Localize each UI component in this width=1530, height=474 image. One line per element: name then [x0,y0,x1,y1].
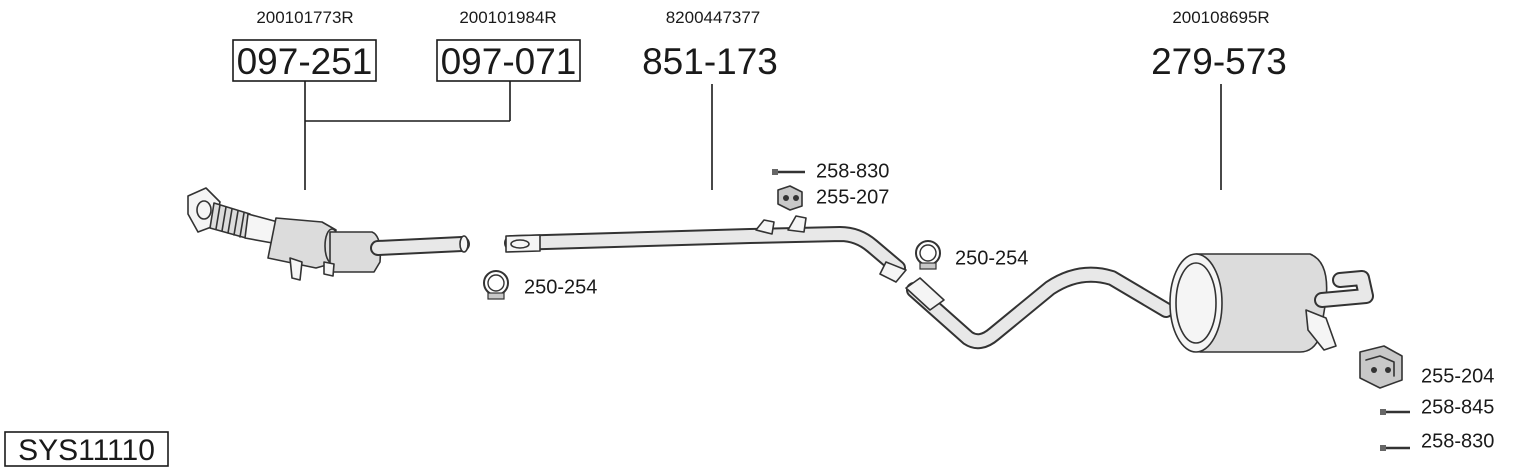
bolt-icon [1380,445,1410,451]
oem-number-catalyst: 200101773R [256,8,353,27]
part-number-clamp-middle[interactable]: 250-254 [955,247,1028,269]
oem-number-dpf: 200101984R [459,8,556,27]
system-code: SYS11110 [18,434,155,467]
rubber-hanger-icon [777,185,803,211]
oem-number-middle-pipe: 8200447377 [666,8,761,27]
oem-number-rear-silencer: 200108695R [1172,8,1269,27]
clamp-icon [483,270,509,300]
catalyst-dpf-assembly[interactable] [187,187,470,281]
part-number-hanger-right[interactable]: 255-204 [1421,365,1494,387]
leader-lines [304,81,1222,190]
bolt-icon [1380,409,1410,415]
system-code-box [4,431,169,467]
clamp-icon [915,240,941,270]
part-number-catalyst[interactable]: 097-251 [237,41,373,82]
part-number-box-catalyst [232,39,377,82]
part-number-bolt-top[interactable]: 258-830 [816,160,889,182]
bolt-icon [772,169,805,175]
part-number-box-dpf [436,39,581,82]
connecting-pipe[interactable] [905,266,1174,350]
rubber-mount-icon [1359,345,1403,389]
middle-pipe[interactable] [504,215,907,283]
part-number-middle-pipe[interactable]: 851-173 [642,41,778,82]
part-number-bolt-right-2[interactable]: 258-830 [1421,430,1494,452]
rear-silencer[interactable] [1169,253,1374,353]
part-number-clamp-left[interactable]: 250-254 [524,276,597,298]
part-number-bolt-right-1[interactable]: 258-845 [1421,396,1494,418]
part-number-rear-silencer[interactable]: 279-573 [1151,41,1287,82]
part-number-hanger-top[interactable]: 255-207 [816,186,889,208]
part-number-dpf[interactable]: 097-071 [441,41,577,82]
